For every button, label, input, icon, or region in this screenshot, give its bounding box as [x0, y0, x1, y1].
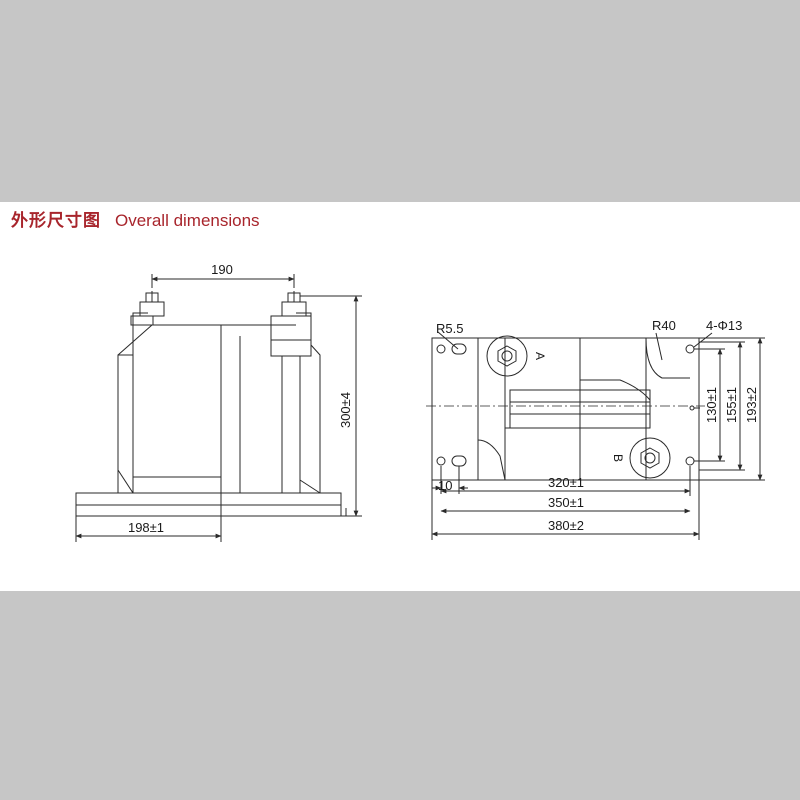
dim-300 [300, 295, 362, 517]
dim-155 [699, 341, 745, 471]
terminal-b [629, 437, 671, 479]
dim-label-320: 320±1 [548, 475, 584, 490]
dim-label-193: 193±2 [744, 387, 759, 423]
mounting-holes [436, 344, 700, 466]
technical-drawing: 190 300±4 198±1 [75, 262, 765, 542]
side-view-body [75, 312, 342, 517]
dim-label-155: 155±1 [724, 387, 739, 423]
dim-label-r5-5: R5.5 [436, 321, 463, 336]
top-view [426, 331, 765, 540]
dim-label-380: 380±2 [548, 518, 584, 533]
heading-chinese: 外形尺寸图 [11, 211, 101, 230]
dim-label-190: 190 [211, 262, 233, 277]
terminal-b-label: B [611, 454, 625, 462]
dim-label-130: 130±1 [704, 387, 719, 423]
dim-130 [694, 348, 725, 462]
dim-label-10: 10 [438, 478, 452, 493]
side-view-terminal-right [270, 291, 312, 360]
dim-190 [151, 274, 295, 288]
heading-english: Overall dimensions [115, 211, 260, 230]
top-view-outline [431, 337, 700, 481]
terminal-a [486, 335, 528, 377]
dim-label-4-phi13: 4-Φ13 [706, 318, 742, 333]
dim-350 [431, 480, 700, 540]
dim-label-r40: R40 [652, 318, 676, 333]
dim-193 [699, 337, 765, 481]
dim-label-350: 350±1 [548, 495, 584, 510]
dim-198 [75, 493, 222, 542]
terminal-a-label: A [533, 352, 547, 360]
drawing-panel: 外形尺寸图 Overall dimensions [0, 202, 800, 591]
drawing-heading: 外形尺寸图 Overall dimensions [11, 206, 260, 231]
dim-320 [440, 466, 691, 496]
side-view-terminal-left [130, 291, 165, 326]
side-view [75, 274, 362, 542]
dim-label-300: 300±4 [338, 392, 353, 428]
dim-label-198: 198±1 [128, 520, 164, 535]
mounting-slots [451, 343, 467, 467]
